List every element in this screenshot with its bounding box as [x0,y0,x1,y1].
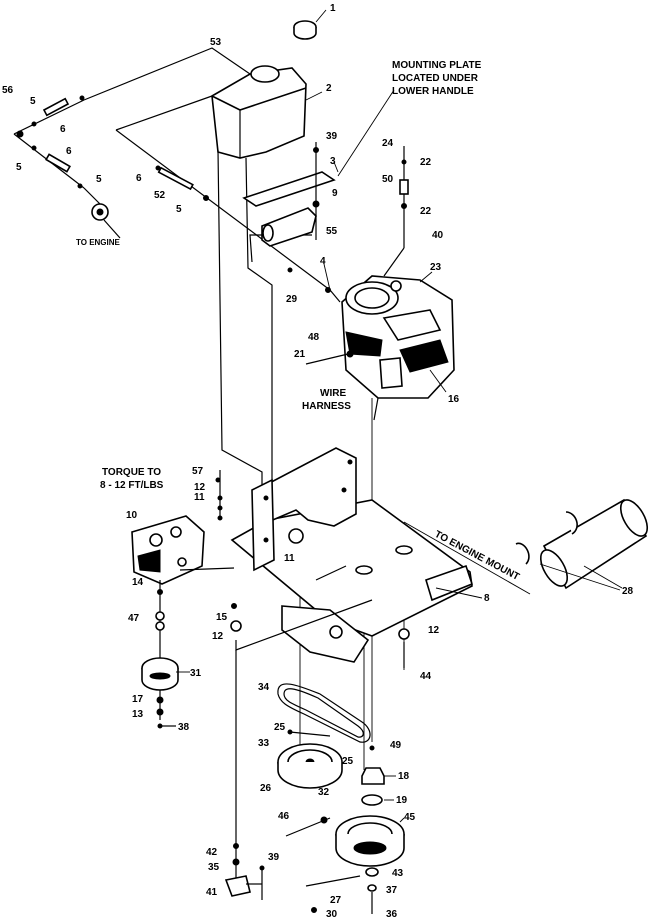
callout-5c: 5 [96,174,102,185]
pulley-icon [141,657,179,691]
bearing-icon [361,767,385,806]
callout-11b: 11 [284,553,295,564]
callout-56: 56 [2,85,14,96]
mounting-plate-icon [242,89,395,247]
callout-25a: 25 [274,722,286,733]
callout-44: 44 [420,671,432,682]
callout-5b: 5 [16,162,22,173]
callout-12b: 12 [212,631,224,642]
callout-22a: 22 [420,157,432,168]
engine-icon [341,275,455,421]
throttle-linkage [13,47,331,291]
callout-4: 4 [320,256,326,267]
callout-35: 35 [208,862,220,873]
note-to-engine: TO ENGINE [76,238,121,247]
callout-19: 19 [396,795,408,806]
callout-1: 1 [330,3,336,14]
callout-32: 32 [318,787,330,798]
callout-6b: 6 [66,146,72,157]
callout-5d: 5 [176,204,182,215]
note-mounting-plate-3: LOWER HANDLE [392,86,474,97]
callout-13: 13 [132,709,144,720]
callout-25b: 25 [342,756,354,767]
callout-12a: 12 [194,482,206,493]
callout-37: 37 [386,885,398,896]
note-mounting-plate-1: MOUNTING PLATE [392,60,482,71]
callout-29: 29 [286,294,298,305]
large-pulley-icon [277,743,343,789]
callout-8: 8 [484,593,490,604]
clutch-pulley-icon [335,815,405,867]
note-torque-1: TORQUE TO [102,467,161,478]
callout-2: 2 [326,83,332,94]
note-wire-harness-2: HARNESS [302,401,351,412]
deck-plate-icon [230,447,473,663]
callout-24: 24 [382,138,394,149]
choke-rod [155,165,209,201]
callout-55: 55 [326,226,338,237]
note-wire-harness-1: WIRE [320,388,346,399]
callout-3: 3 [330,156,336,167]
callout-43: 43 [392,868,404,879]
note-mounting-plate-2: LOCATED UNDER [392,73,479,84]
callout-42: 42 [206,847,218,858]
transmission-icon [131,515,205,585]
callout-50: 50 [382,174,394,185]
fuel-cap-icon [293,20,317,40]
callout-41: 41 [206,887,218,898]
callout-28: 28 [622,586,634,597]
callout-49: 49 [390,740,402,751]
callout-39: 39 [268,852,280,863]
callout-31: 31 [190,668,202,679]
callout-15: 15 [216,612,228,623]
callout-12c: 12 [428,625,440,636]
callout-36: 36 [386,909,398,920]
callout-16: 16 [448,394,460,405]
callout-30: 30 [326,909,338,920]
callout-52: 52 [154,190,166,201]
callout-34: 34 [258,682,270,693]
note-torque-2: 8 - 12 FT/LBS [100,480,164,491]
callout-46: 46 [278,811,290,822]
callout-38: 38 [178,722,190,733]
callout-22b: 22 [420,206,432,217]
callout-6c: 6 [136,173,142,184]
belt-icon [277,683,371,743]
fuel-tank-icon [211,65,307,159]
callout-14: 14 [132,577,144,588]
callout-53: 53 [210,37,222,48]
callout-45: 45 [404,812,416,823]
muffler-icon [515,498,649,590]
callout-9: 9 [332,188,338,199]
callout-23: 23 [430,262,442,273]
callout-48: 48 [308,332,320,343]
callout-40: 40 [432,230,444,241]
callout-39b: 39 [326,131,338,142]
callout-33: 33 [258,738,270,749]
callout-47: 47 [128,613,140,624]
callout-21: 21 [294,349,306,360]
callout-18: 18 [398,771,410,782]
callout-57: 57 [192,466,204,477]
callout-26: 26 [260,783,272,794]
callout-5a: 5 [30,96,36,107]
callout-27: 27 [330,895,342,906]
callout-11a: 11 [194,492,205,503]
callout-6a: 6 [60,124,66,135]
callout-10: 10 [126,510,138,521]
callout-17: 17 [132,694,144,705]
